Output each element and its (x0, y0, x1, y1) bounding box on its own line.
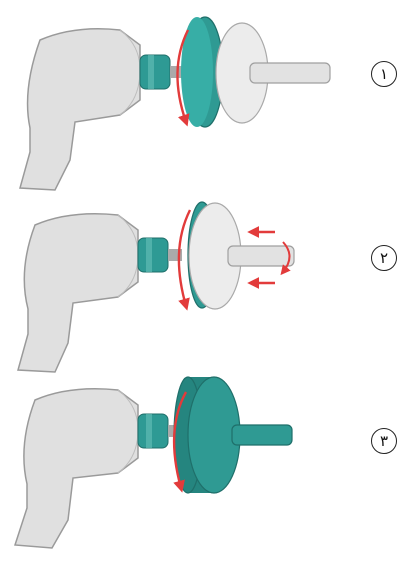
drill-icon (20, 29, 184, 190)
step-number-1: ١ (371, 61, 397, 87)
drill-icon (15, 389, 182, 548)
step-number-3: ٣ (371, 428, 397, 454)
step-number-2: ٢ (371, 245, 397, 271)
step-1-illustration (20, 17, 330, 190)
drill-icon (18, 214, 182, 372)
sanding-disc-icon (181, 17, 330, 127)
step-2-illustration (18, 202, 294, 372)
sanding-disc-icon (188, 202, 294, 309)
sanding-disc-icon (174, 377, 292, 493)
step-3-illustration (15, 377, 292, 548)
